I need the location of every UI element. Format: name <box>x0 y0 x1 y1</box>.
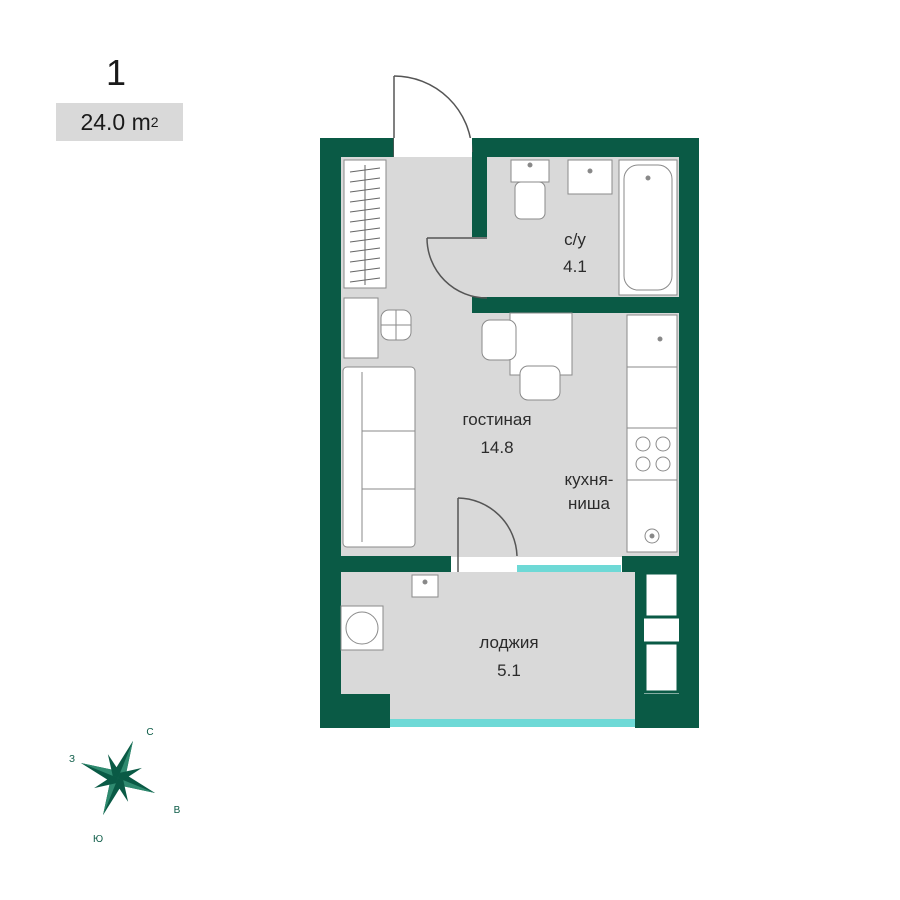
dining-chair <box>481 319 561 401</box>
desk-chair <box>380 309 412 341</box>
sofa <box>342 366 416 548</box>
compass-west: З <box>69 754 75 765</box>
toilet <box>510 159 550 220</box>
washing-machine <box>340 605 384 651</box>
compass-north: С <box>146 727 153 738</box>
compass-east: В <box>174 805 181 816</box>
loggia-sink <box>411 574 439 598</box>
kitchen-counter <box>626 366 678 553</box>
desk <box>343 297 379 359</box>
kitchen-name-line2: ниша <box>568 494 611 513</box>
loggia-door <box>457 497 518 572</box>
living-name: гостиная <box>462 410 531 429</box>
dining-table <box>509 312 573 376</box>
stove <box>626 427 678 481</box>
bathroom-door <box>426 237 488 299</box>
compass-south: Ю <box>93 834 103 845</box>
loggia-name: лоджия <box>479 633 538 652</box>
loggia-area: 5.1 <box>497 661 521 680</box>
apartment-area-value: 24.0 m <box>80 108 151 135</box>
living-area: 14.8 <box>480 438 513 457</box>
kitchen-sink <box>626 314 678 368</box>
loggia-cabinet <box>643 571 680 694</box>
apartment-number: 1 <box>105 52 127 93</box>
windows <box>390 565 635 727</box>
bathroom-name: с/у <box>564 230 586 249</box>
compass-rose: С З В Ю <box>69 727 181 845</box>
bathtub <box>618 159 678 296</box>
kitchen-name-line1: кухня- <box>565 470 614 489</box>
bathroom-sink <box>567 159 613 195</box>
bathroom-area: 4.1 <box>563 257 587 276</box>
walls <box>320 138 699 728</box>
wardrobe <box>343 159 387 289</box>
